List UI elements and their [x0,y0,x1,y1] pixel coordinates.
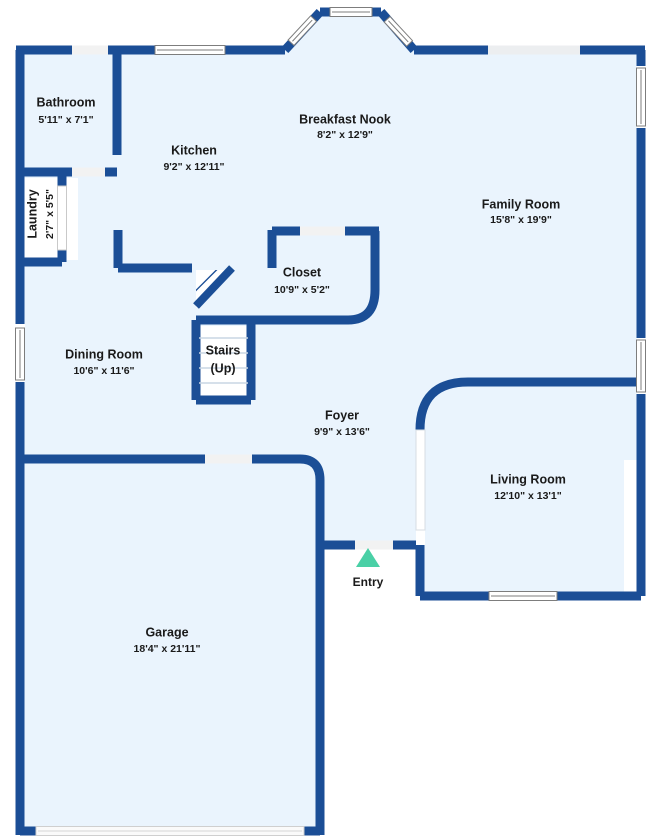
room-dim-stairs: (Up) [211,361,236,375]
window-dining-left [15,327,25,381]
opening-living-left-passage [415,429,426,531]
room-dim-bathroom: 5'11" x 7'1" [38,114,93,126]
room-label-garage: Garage [145,625,188,639]
room-dim-dining-room: 10'6" x 11'6" [73,365,134,377]
room-label-laundry: Laundry [25,189,39,238]
room-labels: Bathroom 5'11" x 7'1" Laundry 2'7" x 5'5… [25,95,566,654]
room-label-living-room: Living Room [490,472,566,486]
room-label-closet: Closet [283,265,322,279]
room-dim-foyer: 9'9" x 13'6" [314,426,370,438]
opening-foyer-garage-door [205,454,252,464]
opening-entry-front-door [355,540,393,550]
entry-arrow-icon [356,548,380,567]
room-label-bathroom: Bathroom [36,95,95,109]
floor-fills [16,8,645,835]
window-bay-center [329,7,373,17]
room-dim-garage: 18'4" x 21'11" [134,643,201,655]
interior-walls [16,50,380,405]
understair-hatch [193,265,235,309]
room-dim-living-room: 12'10" x 13'1" [494,490,562,502]
entry-label: Entry [353,575,384,589]
window-kitchen-top [154,45,226,55]
opening-bathroom-door [72,167,105,177]
room-dim-kitchen: 9'2" x 12'11" [163,161,224,173]
window-family-right-lower [636,339,646,393]
window-bay-right [383,15,414,47]
room-label-breakfast-nook: Breakfast Nook [299,112,391,126]
stair-treads [199,337,248,384]
entry-marker-group [356,548,380,567]
opening-laundry-door [57,185,67,251]
room-label-family-room: Family Room [482,197,561,211]
garage-door [35,826,305,836]
wall-garage-top-b [252,454,325,481]
room-dim-breakfast-nook: 8'2" x 12'9" [317,129,373,141]
room-dim-family-room: 15'8" x 19'9" [490,214,552,226]
room-label-foyer: Foyer [325,408,359,422]
understair-diagonal-wall [193,265,235,309]
wall-living-top [415,377,641,431]
window-family-right-upper [636,67,646,127]
room-label-kitchen: Kitchen [171,143,217,157]
windows [15,7,646,836]
opening-closet-door [300,226,345,236]
room-label-stairs: Stairs [206,343,241,357]
window-bay-left [287,15,318,47]
floor-living-room [420,400,624,600]
floor-laundry [16,178,78,260]
opening-bathroom-exterior [72,45,108,55]
floor-garage [16,455,322,835]
room-dim-laundry: 2'7" x 5'5" [44,189,56,239]
opening-family-room-top [488,45,580,55]
wall-closet-right [347,231,380,325]
room-label-dining-room: Dining Room [65,347,143,361]
room-dim-closet: 10'9" x 5'2" [274,284,330,296]
window-living-bottom [488,591,558,601]
opening-living-room-door [416,530,425,545]
